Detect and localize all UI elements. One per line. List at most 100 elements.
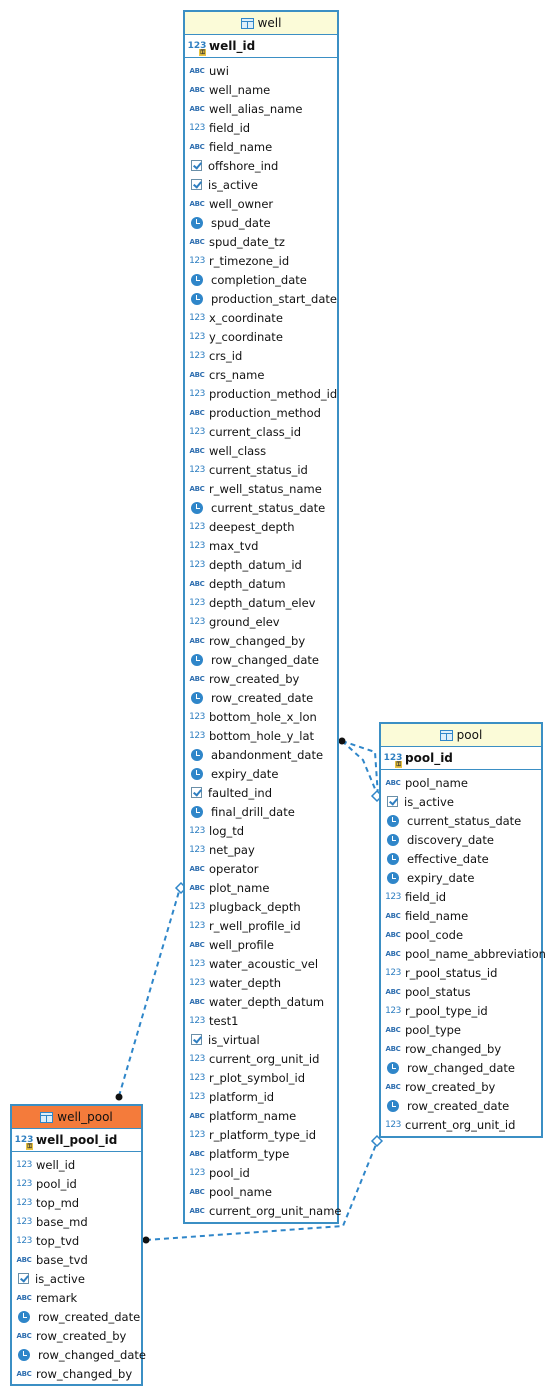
column-row[interactable]: row_changed_date xyxy=(381,1058,541,1077)
primary-key-row[interactable]: 123⚿ pool_id xyxy=(381,747,541,770)
column-row[interactable]: is_active xyxy=(185,175,337,194)
relation-wellpool-well[interactable] xyxy=(118,887,181,1097)
column-row[interactable]: row_created_date xyxy=(185,688,337,707)
column-row[interactable]: final_drill_date xyxy=(185,802,337,821)
column-row[interactable]: completion_date xyxy=(185,270,337,289)
relation-wellpool-pool[interactable] xyxy=(145,1141,378,1241)
column-row[interactable]: faulted_ind xyxy=(185,783,337,802)
column-row[interactable]: row_created_date xyxy=(12,1307,141,1326)
table-header[interactable]: well_pool xyxy=(12,1106,141,1129)
column-row[interactable]: abandonment_date xyxy=(185,745,337,764)
column-row[interactable]: is_active xyxy=(12,1269,141,1288)
column-row[interactable]: expiry_date xyxy=(185,764,337,783)
column-row[interactable]: spud_date xyxy=(185,213,337,232)
primary-key-row[interactable]: 123⚿ well_pool_id xyxy=(12,1129,141,1152)
column-row[interactable]: is_virtual xyxy=(185,1030,337,1049)
table-header[interactable]: well xyxy=(185,12,337,35)
column-row[interactable]: row_created_date xyxy=(381,1096,541,1115)
column-row[interactable]: production_start_date xyxy=(185,289,337,308)
column-row[interactable]: row_changed_date xyxy=(185,650,337,669)
column-row[interactable]: current_status_date xyxy=(381,811,541,830)
relation-well-pool-a[interactable] xyxy=(341,740,379,797)
column-row[interactable]: expiry_date xyxy=(381,868,541,887)
column-row[interactable]: discovery_date xyxy=(381,830,541,849)
column-row[interactable]: offshore_ind xyxy=(185,156,337,175)
column-row[interactable]: current_status_date xyxy=(185,498,337,517)
primary-key-row[interactable]: 123⚿ well_id xyxy=(185,35,337,58)
column-row[interactable]: is_active xyxy=(381,792,541,811)
relation-well-pool-b[interactable] xyxy=(341,740,379,797)
column-row[interactable]: effective_date xyxy=(381,849,541,868)
